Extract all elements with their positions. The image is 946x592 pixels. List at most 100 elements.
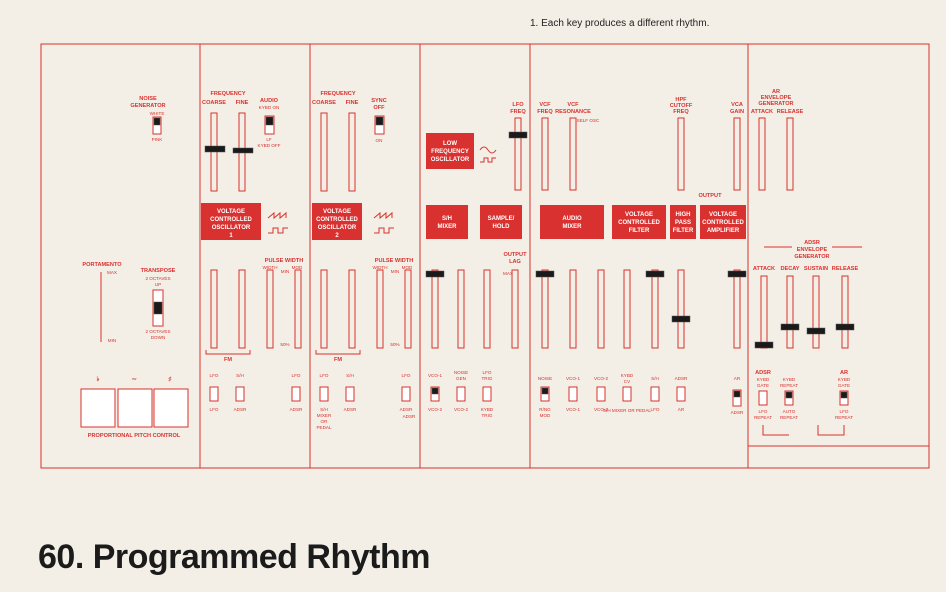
ar-env-label: GENERATOR: [758, 101, 793, 107]
pw-width-slider[interactable]: [266, 269, 274, 349]
vcf-env-switch[interactable]: [676, 386, 686, 402]
pw-width-slider[interactable]: [376, 269, 384, 349]
vco2-mix-switch[interactable]: [596, 386, 606, 402]
vco1-sh-switch[interactable]: [235, 386, 245, 402]
sync-lever[interactable]: [375, 116, 384, 126]
output-lag-slider[interactable]: [511, 269, 519, 349]
sh-trig-switch[interactable]: [482, 386, 492, 402]
vco2-label: VCO-2: [594, 376, 608, 381]
vcf-res-slider[interactable]: [569, 117, 577, 191]
lfo-freq-slider[interactable]: [514, 117, 522, 191]
vco2-pw-switch[interactable]: [401, 386, 411, 402]
sh-noise-slider[interactable]: [457, 269, 465, 349]
vca-env-slider[interactable]: [733, 269, 741, 349]
vco2-sh-switch[interactable]: [345, 386, 355, 402]
lfo-name: LOW: [443, 141, 457, 147]
coarse-knob[interactable]: [204, 145, 226, 153]
noise-label: NOISE: [139, 96, 157, 102]
output-lag-label: OUTPUT: [504, 252, 528, 258]
noise-switch-lever[interactable]: [153, 117, 161, 126]
pulse-width-label: PULSE WIDTH: [265, 258, 304, 264]
vco1-name: 1: [229, 233, 233, 239]
vca-env-lever[interactable]: [733, 390, 741, 398]
sync-label: OFF: [373, 105, 385, 111]
pitch-pad-flat[interactable]: [80, 388, 116, 428]
fm-label: FM: [334, 357, 342, 363]
sh-vco-knob[interactable]: [425, 270, 445, 278]
vcf-name: FILTER: [629, 228, 650, 234]
fine-knob[interactable]: [232, 147, 254, 154]
sh-mixer-label: S/H: [320, 407, 328, 412]
adsr-attack-slider[interactable]: [760, 275, 768, 349]
adsr-attack-knob[interactable]: [754, 341, 774, 349]
hpf-label: FREQ: [673, 109, 689, 115]
vco2-name: VOLTAGE: [323, 209, 351, 215]
fm-sh-slider[interactable]: [348, 269, 356, 349]
vca-env-switch[interactable]: [732, 389, 742, 407]
mix-noise-knob[interactable]: [535, 270, 555, 278]
adsr-release-knob[interactable]: [835, 323, 855, 331]
pw-mod-slider[interactable]: [294, 269, 302, 349]
fm-sh-slider[interactable]: [238, 269, 246, 349]
adsr-release-slider[interactable]: [841, 275, 849, 349]
vcf-freq-slider[interactable]: [541, 117, 549, 191]
noise-ring-lever[interactable]: [541, 387, 549, 395]
vcf-lfo-slider[interactable]: [651, 269, 659, 349]
vco1-block: [201, 203, 261, 240]
mix-vco1-slider[interactable]: [569, 269, 577, 349]
vco1-pw-switch[interactable]: [291, 386, 301, 402]
adsr-sustain-slider[interactable]: [812, 275, 820, 349]
mix-vco2-slider[interactable]: [597, 269, 605, 349]
vcf-res-label: RESONANCE: [555, 109, 591, 115]
vco1-label: VCO-1: [566, 376, 580, 381]
sh-label: S/H: [346, 373, 354, 378]
adsr-decay-label: DECAY: [780, 266, 799, 272]
hpf-slider[interactable]: [677, 117, 685, 191]
coarse-slider[interactable]: [320, 112, 328, 192]
sawtooth-icon: [373, 211, 393, 220]
square-wave-icon: [374, 227, 394, 234]
sh-vco-slider[interactable]: [431, 269, 439, 349]
fm-label: FM: [224, 357, 232, 363]
noise-switch[interactable]: [152, 116, 162, 135]
vco1-fm-switch[interactable]: [209, 386, 219, 402]
sample-hold-name: HOLD: [493, 224, 511, 230]
kybd-cv-switch[interactable]: [622, 386, 632, 402]
ar-trigger-lever[interactable]: [840, 391, 848, 399]
vco2-fm-switch[interactable]: [319, 386, 329, 402]
repeat-lever[interactable]: [785, 391, 793, 399]
sh-noise-switch[interactable]: [456, 386, 466, 402]
pw-mod-slider[interactable]: [404, 269, 412, 349]
adsr-decay-slider[interactable]: [786, 275, 794, 349]
ring-mod-label: R/NG: [539, 407, 551, 412]
adsr-trigger-switch[interactable]: [758, 390, 768, 406]
vco2-label: VCO-2: [454, 407, 468, 412]
pitch-pad-sharp[interactable]: [153, 388, 189, 428]
vca-env-knob[interactable]: [727, 270, 747, 278]
vca-gain-slider[interactable]: [733, 117, 741, 191]
portamento: PORTAMENTO MAX MIN: [82, 262, 122, 343]
adsr-decay-knob[interactable]: [780, 323, 800, 331]
vcf-lfo-knob[interactable]: [645, 270, 665, 278]
sh-trig-slider[interactable]: [483, 269, 491, 349]
transpose-switch-lever[interactable]: [153, 301, 163, 315]
pitch-pad-center[interactable]: [117, 388, 153, 428]
white-label: WHITE: [150, 111, 165, 116]
vcf-kybd-slider[interactable]: [623, 269, 631, 349]
square-wave-icon: [268, 227, 288, 234]
ar-attack-slider[interactable]: [758, 117, 766, 191]
vco1-mix-switch[interactable]: [568, 386, 578, 402]
vcf-sh-switch[interactable]: [650, 386, 660, 402]
sh-src-lever[interactable]: [431, 387, 439, 395]
fine-slider[interactable]: [348, 112, 356, 192]
adsr-sustain-knob[interactable]: [806, 327, 826, 335]
vcf-env-knob[interactable]: [671, 315, 691, 323]
ar-release-slider[interactable]: [786, 117, 794, 191]
fm-lfo-slider[interactable]: [320, 269, 328, 349]
lfo-freq-knob[interactable]: [508, 131, 528, 139]
fm-lfo-slider[interactable]: [210, 269, 218, 349]
pct-label: 50%: [280, 342, 289, 347]
mix-noise-slider[interactable]: [541, 269, 549, 349]
vcf-env-slider[interactable]: [677, 269, 685, 349]
audio-lf-lever[interactable]: [265, 116, 274, 126]
